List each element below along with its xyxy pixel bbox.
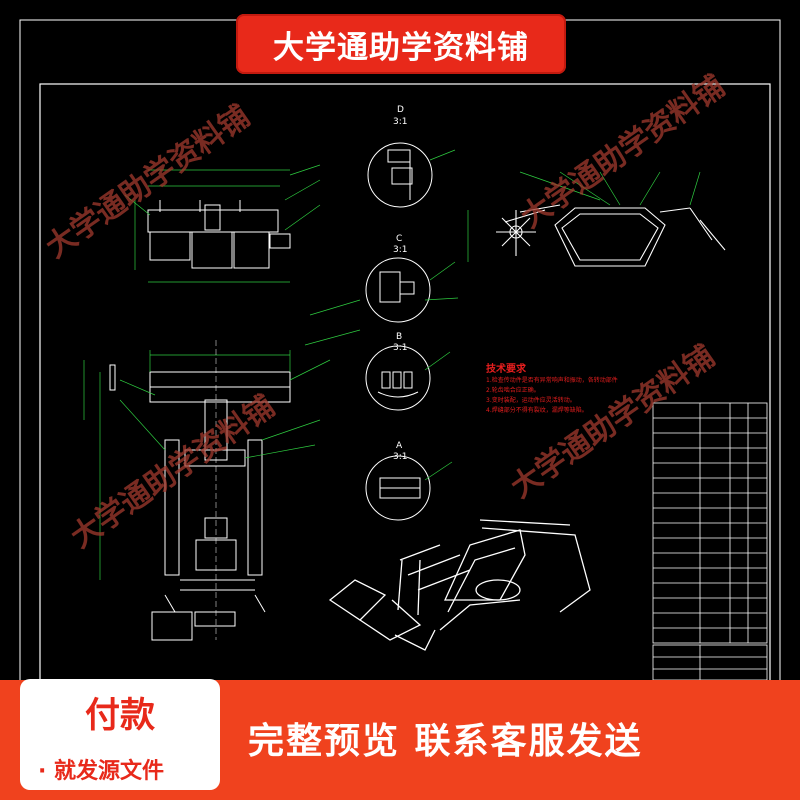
technical-notes-heading: 技术要求: [486, 364, 526, 375]
technical-note-2: 2.轮齿啮合应正确。: [486, 387, 540, 394]
technical-note-3: 3.变时装配，运动件应灵活转动。: [486, 397, 576, 404]
view-top-right-dims: [467, 171, 701, 262]
shop-banner-title: 大学通助学资料铺: [273, 29, 529, 66]
technical-notes: 技术要求 1.检查传动件是否有异常响声和振动，各转动部件 2.轮齿啮合应正确。 …: [486, 364, 636, 416]
view-top-left-dims: [124, 164, 321, 283]
technical-note-4: 4.焊缝部分不得有裂纹，漏焊等缺陷。: [486, 407, 588, 414]
detail-b: [365, 345, 431, 411]
detail-d: [367, 142, 433, 208]
view-label-a-scale: 3:1: [393, 452, 408, 462]
view-label-b-scale: 3:1: [393, 343, 408, 353]
technical-note-1: 1.检查传动件是否有异常响声和振动，各转动部件: [486, 377, 618, 384]
pay-title: 付款: [84, 696, 155, 736]
shop-banner: 大学通助学资料铺: [236, 14, 566, 74]
view-top-left: [147, 200, 291, 269]
detail-leaders: [304, 149, 459, 481]
view-label-b: B: [396, 332, 403, 342]
detail-c: [365, 257, 431, 323]
view-label-c-scale: 3:1: [393, 245, 408, 255]
view-label-d: D: [397, 105, 404, 115]
detail-a: [365, 455, 431, 521]
view-isometric: [328, 519, 591, 651]
view-left-main-dims: [83, 350, 331, 580]
view-label-a: A: [396, 441, 403, 451]
view-top-right: [496, 204, 726, 267]
view-label-d-scale: 3:1: [393, 117, 408, 127]
title-block: [652, 402, 768, 681]
pay-subtitle: · 就发源文件: [38, 759, 165, 784]
pay-box[interactable]: 付款 · 就发源文件: [20, 679, 220, 790]
footer-cta-text: 完整预览 联系客服发送: [248, 721, 643, 762]
view-label-c: C: [396, 234, 403, 244]
